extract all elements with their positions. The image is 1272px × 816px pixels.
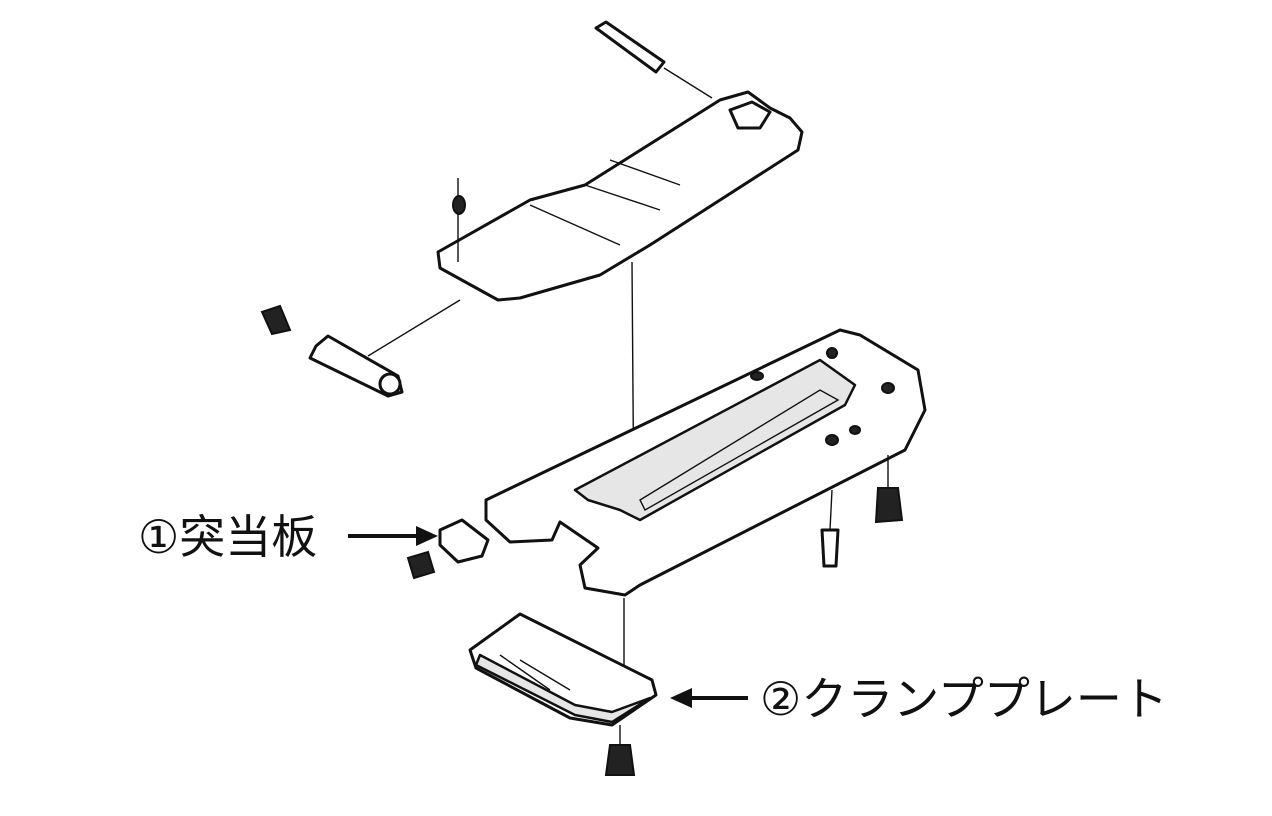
arrow-to-stopper (348, 526, 438, 546)
upper-lever-plate (367, 90, 804, 529)
clamp-plate (468, 598, 658, 776)
main-frame (484, 328, 927, 597)
label-stopper-plate: ①突当板 (138, 510, 318, 564)
handle-pin (594, 20, 713, 99)
arrow-to-clamp (670, 688, 748, 708)
stopper-plate (406, 518, 490, 580)
label-clamp-plate: ②クランププレート (760, 672, 1168, 726)
side-pin (260, 304, 404, 398)
